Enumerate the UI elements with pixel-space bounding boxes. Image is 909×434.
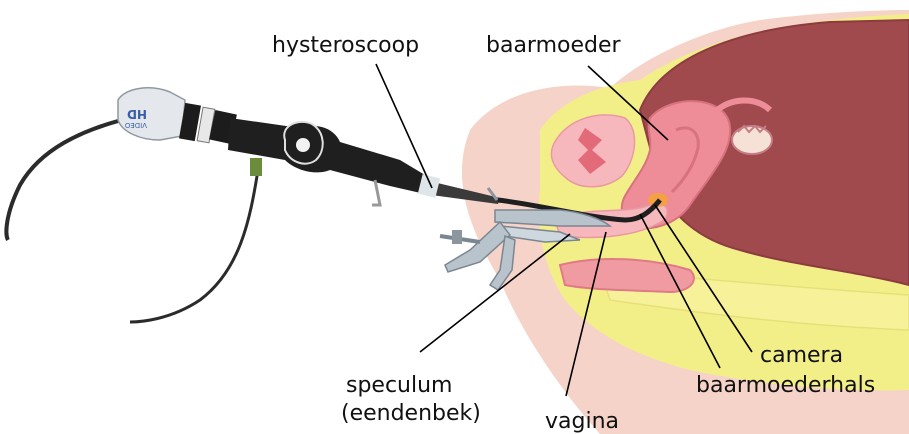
speculum-nut [452,230,462,244]
camera-marking-top: HD [127,107,147,121]
label-speculum: speculum [346,373,453,398]
scope-body [228,118,430,194]
grip-button [296,138,310,152]
cable-connector [250,158,262,176]
scope-valve [372,180,380,205]
label-speculum-paren: (eendenbek) [341,401,481,426]
light-cable [130,170,258,322]
label-cervix: baarmoederhals [696,373,875,398]
label-camera: camera [760,343,843,368]
camera-cable [6,118,130,240]
label-uterus: baarmoeder [486,33,622,58]
label-hysteroscope: hysteroscoop [272,33,419,58]
label-vagina: vagina [545,409,619,434]
camera-marking-bottom: VIDEO [124,121,147,129]
